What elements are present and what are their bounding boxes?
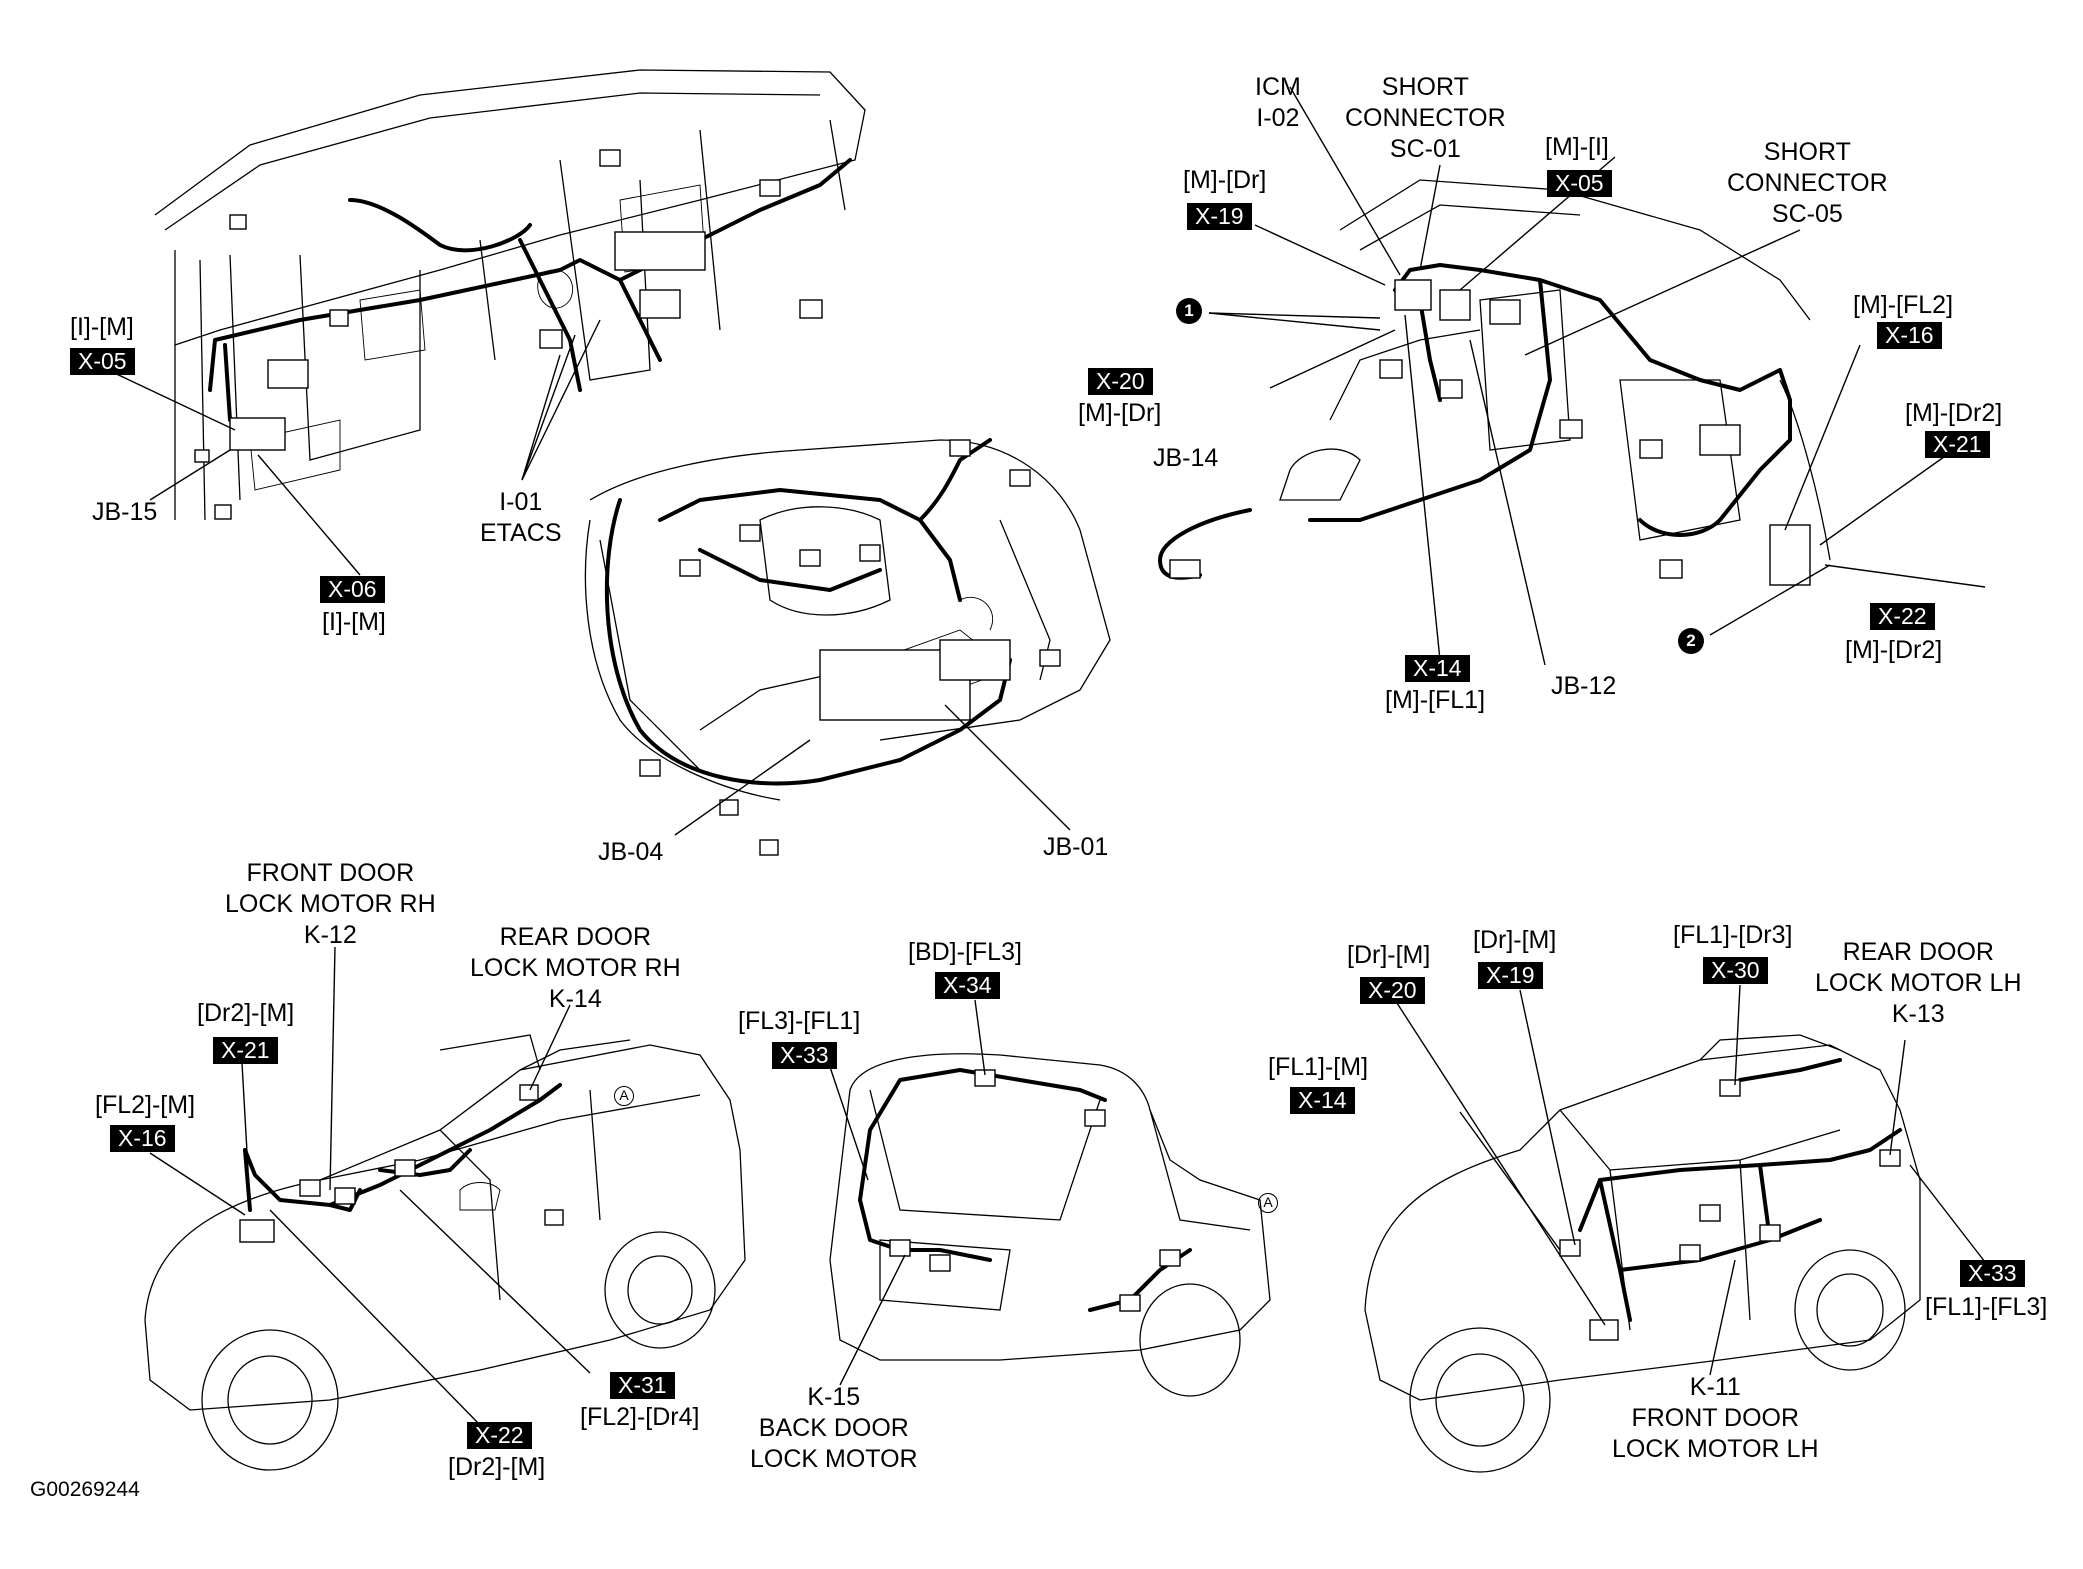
k15-code: K-15 [807,1383,861,1411]
floor-x19-pair-label: [M]-[Dr] [1183,166,1267,194]
k15-line1: BACK DOOR [758,1414,909,1442]
rh-marker-a-label: A [614,1086,634,1106]
dashboard-leader-lines [107,319,601,576]
lh-x19-tag: X-19 [1478,962,1543,989]
dash-jb15-label: JB-15 [92,498,158,526]
marker-2-icon: 2 [1678,628,1704,654]
k13-line1: REAR DOOR [1842,938,1994,966]
k14-code: K-14 [548,985,602,1013]
figure-code: G00269244 [30,1478,140,1501]
icm-code: I-02 [1256,104,1300,132]
lh-x19-pair-label: [Dr]-[M] [1473,926,1557,954]
k11-line2: LOCK MOTOR LH [1612,1435,1819,1463]
k12-line1: FRONT DOOR [246,859,415,887]
floor-x14-tag: X-14 [1405,655,1470,682]
rh-x21-pair-label: [Dr2]-[M] [197,999,295,1027]
floor-jb12-label: JB-12 [1551,672,1617,700]
lh-x30-tag: X-30 [1703,957,1768,984]
k15-line2: LOCK MOTOR [750,1445,918,1473]
floor-sc01-label: SHORT CONNECTOR SC-01 [1345,72,1506,165]
lh-k13-label: REAR DOOR LOCK MOTOR LH K-13 [1815,937,2022,1030]
rh-k12-label: FRONT DOOR LOCK MOTOR RH K-12 [225,858,436,951]
lh-x20-tag: X-20 [1360,977,1425,1004]
lh-x20-pair-label: [Dr]-[M] [1347,941,1431,969]
rear-x34-tag: X-34 [935,972,1000,999]
k13-code: K-13 [1891,1000,1945,1028]
sc05-line1: SHORT [1763,138,1851,166]
sc05-line2: CONNECTOR [1727,169,1888,197]
rh-x31-tag: X-31 [610,1372,675,1399]
engine-bay-illustration [584,438,1111,856]
floor-x22-pair-label: [M]-[Dr2] [1845,636,1943,664]
floor-x16-pair-label: [M]-[FL2] [1853,291,1954,319]
k14-line1: REAR DOOR [499,923,652,951]
rear-x34-pair-label: [BD]-[FL3] [908,938,1022,966]
floor-x22-tag: X-22 [1870,603,1935,630]
sc05-code: SC-05 [1771,200,1843,228]
i01-code: I-01 [499,488,543,516]
floor-icm-label: ICM I-02 [1255,72,1301,134]
lh-x30-pair-label: [FL1]-[Dr3] [1673,921,1793,949]
floor-x21-pair-label: [M]-[Dr2] [1905,399,2003,427]
lh-x14-pair-label: [FL1]-[M] [1268,1053,1369,1081]
k13-line2: LOCK MOTOR LH [1815,969,2022,997]
sc01-code: SC-01 [1389,135,1461,163]
center-floor-illustration [1158,179,1831,586]
lh-x33-tag: X-33 [1960,1260,2025,1287]
rh-side-vehicle-illustration [144,1034,746,1471]
rh-x22-tag: X-22 [467,1422,532,1449]
rh-k14-label: REAR DOOR LOCK MOTOR RH K-14 [470,922,681,1015]
sc01-line2: CONNECTOR [1345,104,1506,132]
floor-x20-pair-label: [M]-[Dr] [1078,399,1162,427]
rear-vehicle-illustration [829,1053,1271,1397]
rh-x31-pair-label: [FL2]-[Dr4] [580,1403,700,1431]
rh-x16-pair-label: [FL2]-[M] [95,1091,196,1119]
floor-x05-tag: X-05 [1547,170,1612,197]
lh-side-leader-lines [1394,984,1986,1376]
floor-x14-pair-label: [M]-[FL1] [1385,686,1486,714]
k14-line2: LOCK MOTOR RH [470,954,681,982]
engine-jb01-label: JB-01 [1043,833,1109,861]
dash-x06-pair-label: [I]-[M] [322,608,386,636]
rh-x16-tag: X-16 [110,1125,175,1152]
lh-side-vehicle-illustration [1364,1034,1921,1473]
lh-x33-pair-label: [FL1]-[FL3] [1925,1293,2048,1321]
floor-sc05-label: SHORT CONNECTOR SC-05 [1727,137,1888,230]
engine-jb04-label: JB-04 [598,838,664,866]
dash-i01-etacs-label: I-01 ETACS [480,487,562,549]
rear-x33-tag: X-33 [772,1042,837,1069]
rear-x33-pair-label: [FL3]-[FL1] [738,1007,861,1035]
k12-code: K-12 [303,921,357,949]
rear-k15-label: K-15 BACK DOOR LOCK MOTOR [750,1382,918,1475]
floor-x05-pair-label: [M]-[I] [1545,133,1609,161]
rh-x22-pair-label: [Dr2]-[M] [448,1453,546,1481]
k11-code: K-11 [1689,1373,1741,1401]
floor-x21-tag: X-21 [1925,431,1990,458]
engine-bay-leader-lines [674,704,1071,836]
lh-k11-label: K-11 FRONT DOOR LOCK MOTOR LH [1612,1372,1819,1465]
k12-line2: LOCK MOTOR RH [225,890,436,918]
dashboard-illustration [154,69,866,521]
rear-leader-lines [829,999,986,1386]
dash-x05-pair-label: [I]-[M] [70,313,134,341]
floor-x16-tag: X-16 [1877,322,1942,349]
marker-1-icon: 1 [1176,298,1202,324]
rh-x21-tag: X-21 [213,1037,278,1064]
k11-line1: FRONT DOOR [1631,1404,1800,1432]
floor-x20-tag: X-20 [1088,368,1153,395]
i01-name: ETACS [480,519,562,547]
floor-x19-tag: X-19 [1187,203,1252,230]
floor-jb14-label: JB-14 [1153,444,1219,472]
icm-text: ICM [1255,73,1301,101]
dash-x05-tag: X-05 [70,348,135,375]
sc01-line1: SHORT [1381,73,1469,101]
rear-marker-a-label: A [1258,1193,1278,1213]
rh-side-leader-lines [149,946,591,1426]
dash-x06-tag: X-06 [320,576,385,603]
lh-x14-tag: X-14 [1290,1087,1355,1114]
